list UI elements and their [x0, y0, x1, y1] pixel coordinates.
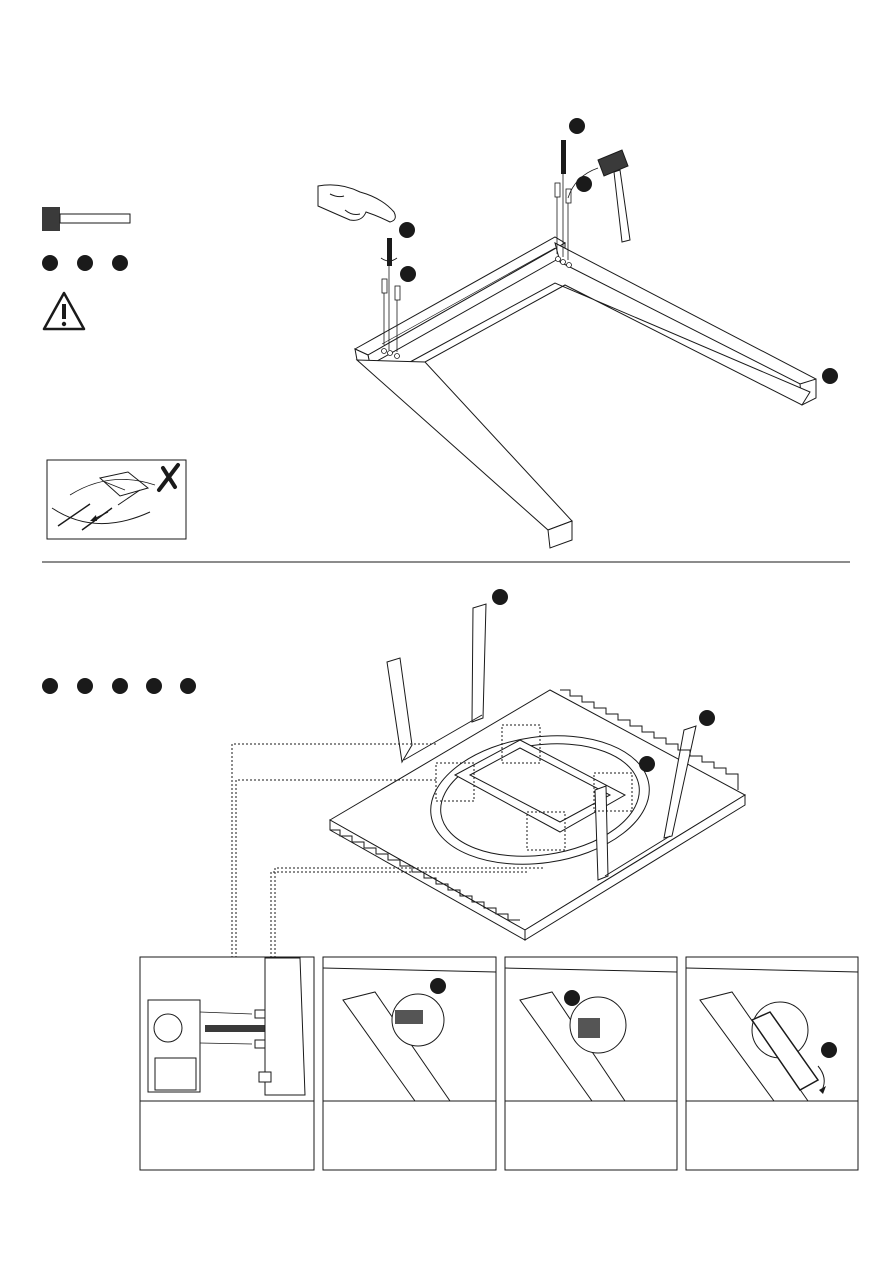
part-marker: [821, 1042, 837, 1058]
part-markers-top: [42, 255, 128, 271]
part-marker: [492, 589, 508, 605]
part-marker: [112, 678, 128, 694]
part-marker: [822, 368, 838, 384]
part-marker: [639, 756, 655, 772]
detail-panel-2: [323, 957, 496, 1170]
rubber-mallet-icon: [598, 150, 630, 242]
rubber-mallet-icon: [42, 207, 130, 231]
detail-panel-1: [140, 957, 314, 1170]
step-bottom: [42, 589, 858, 1170]
part-markers-bottom: [42, 678, 196, 694]
part-marker: [146, 678, 162, 694]
part-marker: [699, 710, 715, 726]
part-marker: [399, 222, 415, 238]
part-marker: [430, 978, 446, 994]
part-marker: [569, 118, 585, 134]
step-top: [42, 118, 838, 548]
part-marker: [180, 678, 196, 694]
part-marker: [77, 678, 93, 694]
detail-panel-3: [505, 957, 677, 1170]
leg-frame-drawing: [355, 237, 816, 548]
hand-icon: [318, 185, 395, 222]
part-marker: [77, 255, 93, 271]
part-marker: [42, 255, 58, 271]
part-marker: [400, 266, 416, 282]
part-marker: [576, 176, 592, 192]
tabletop-drawing: [330, 604, 745, 940]
part-marker: [42, 678, 58, 694]
warning-triangle-icon: [44, 293, 84, 329]
part-marker: [564, 990, 580, 1006]
part-marker: [112, 255, 128, 271]
detail-panel-4: [686, 957, 858, 1170]
incorrect-example-inset: [47, 460, 186, 539]
